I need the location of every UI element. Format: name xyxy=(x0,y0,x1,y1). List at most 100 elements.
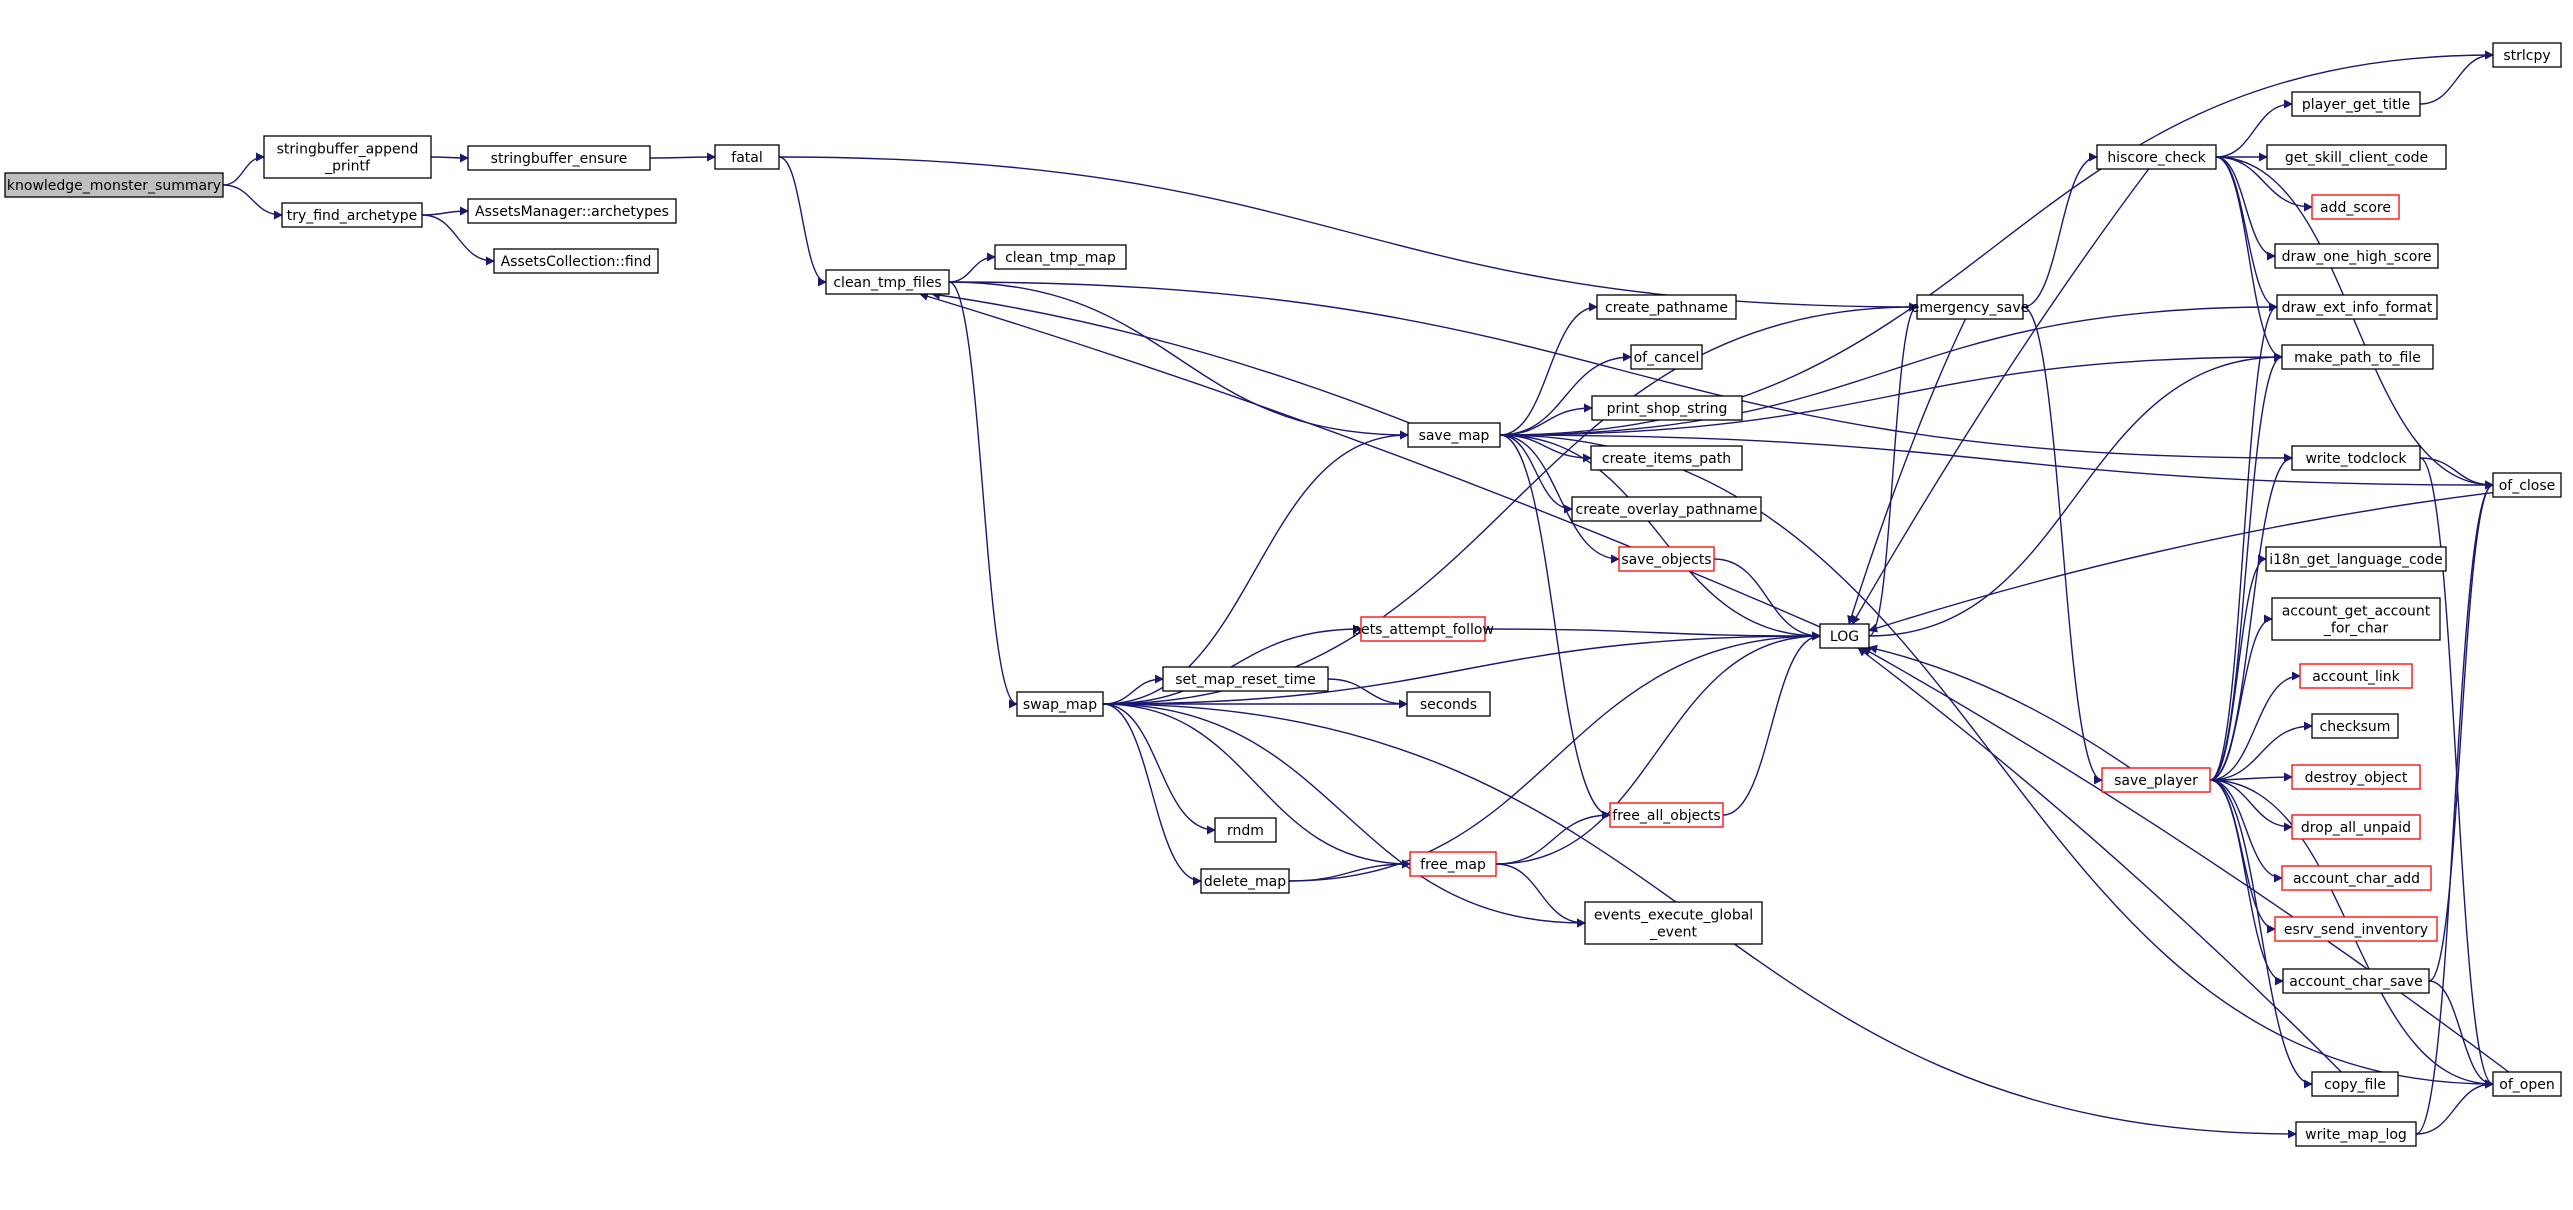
node-write-map-log[interactable]: write_map_log xyxy=(2295,1121,2417,1147)
node-box[interactable] xyxy=(1214,817,1277,843)
node-box[interactable] xyxy=(1200,868,1290,894)
node-box[interactable] xyxy=(2101,767,2211,793)
node-box[interactable] xyxy=(2276,294,2438,320)
node-add-score[interactable]: add_score xyxy=(2311,194,2400,220)
node-box[interactable] xyxy=(2291,91,2421,117)
node-copy-file[interactable]: copy_file xyxy=(2311,1071,2399,1097)
node-create-pathname[interactable]: create_pathname xyxy=(1596,294,1737,320)
node-i18n-get-language-code[interactable]: i18n_get_language_code xyxy=(2265,546,2447,572)
node-rndm[interactable]: rndm xyxy=(1214,817,1277,843)
node-pets-attempt-follow[interactable]: pets_attempt_follow xyxy=(1352,616,1494,642)
node-box[interactable] xyxy=(714,144,780,170)
node-knowledge-monster-summary[interactable]: knowledge_monster_summary xyxy=(4,172,224,198)
node-box[interactable] xyxy=(467,198,677,224)
node-box[interactable] xyxy=(2274,916,2438,942)
node-account-link[interactable]: account_link xyxy=(2299,663,2413,689)
node-box[interactable] xyxy=(1618,546,1715,572)
node-create-items-path[interactable]: create_items_path xyxy=(1590,445,1743,471)
node-esrv-send-inventory[interactable]: esrv_send_inventory xyxy=(2274,916,2438,942)
node-box[interactable] xyxy=(1406,691,1491,717)
node-box[interactable] xyxy=(4,172,224,198)
node-box[interactable] xyxy=(2299,663,2413,689)
node-box[interactable] xyxy=(263,135,432,179)
node-box[interactable] xyxy=(2295,1121,2417,1147)
node-free-all-objects[interactable]: free_all_objects xyxy=(1609,802,1724,828)
node-box[interactable] xyxy=(2096,144,2217,170)
node-checksum[interactable]: checksum xyxy=(2311,713,2399,739)
node-stringbuffer-ensure[interactable]: stringbuffer_ensure xyxy=(467,145,651,171)
node-box[interactable] xyxy=(2274,243,2439,269)
node-box[interactable] xyxy=(1360,616,1486,642)
node-stringbuffer-append-printf[interactable]: stringbuffer_append_printf xyxy=(263,135,432,179)
node-of-open[interactable]: of_open xyxy=(2492,1071,2562,1097)
node-box[interactable] xyxy=(994,244,1127,270)
node-box[interactable] xyxy=(2291,814,2421,840)
node-assets-collection-find[interactable]: AssetsCollection::find xyxy=(493,248,659,274)
node-create-overlay-pathname[interactable]: create_overlay_pathname xyxy=(1571,496,1762,522)
node-box[interactable] xyxy=(2492,472,2562,498)
node-make-path-to-file[interactable]: make_path_to_file xyxy=(2281,344,2434,370)
node-destroy-object[interactable]: destroy_object xyxy=(2291,764,2421,790)
node-account-char-save[interactable]: account_char_save xyxy=(2282,968,2430,994)
node-box[interactable] xyxy=(2266,144,2447,170)
node-draw-ext-info-format[interactable]: draw_ext_info_format xyxy=(2276,294,2438,320)
node-box[interactable] xyxy=(2281,344,2434,370)
node-seconds[interactable]: seconds xyxy=(1406,691,1491,717)
node-clean-tmp-map[interactable]: clean_tmp_map xyxy=(994,244,1127,270)
node-clean-tmp-files[interactable]: clean_tmp_files xyxy=(825,269,950,295)
node-box[interactable] xyxy=(1016,691,1104,717)
node-LOG[interactable]: LOG xyxy=(1819,623,1870,649)
node-assets-manager-archetypes[interactable]: AssetsManager::archetypes xyxy=(467,198,677,224)
node-delete-map[interactable]: delete_map xyxy=(1200,868,1290,894)
node-save-objects[interactable]: save_objects xyxy=(1618,546,1715,572)
node-box[interactable] xyxy=(493,248,659,274)
node-box[interactable] xyxy=(1630,344,1703,370)
node-player-get-title[interactable]: player_get_title xyxy=(2291,91,2421,117)
node-box[interactable] xyxy=(2311,1071,2399,1097)
node-events-execute-global-event[interactable]: events_execute_global_event xyxy=(1584,901,1763,945)
node-fatal[interactable]: fatal xyxy=(714,144,780,170)
node-account-char-add[interactable]: account_char_add xyxy=(2281,865,2432,891)
node-drop-all-unpaid[interactable]: drop_all_unpaid xyxy=(2291,814,2421,840)
node-write-todclock[interactable]: write_todclock xyxy=(2291,445,2421,471)
node-box[interactable] xyxy=(467,145,651,171)
node-box[interactable] xyxy=(2291,445,2421,471)
node-try-find-archetype[interactable]: try_find_archetype xyxy=(281,202,423,228)
node-set-map-reset-time[interactable]: set_map_reset_time xyxy=(1162,666,1329,692)
node-box[interactable] xyxy=(1819,623,1870,649)
node-box[interactable] xyxy=(281,202,423,228)
node-box[interactable] xyxy=(1571,496,1762,522)
node-get-skill-client-code[interactable]: get_skill_client_code xyxy=(2266,144,2447,170)
node-box[interactable] xyxy=(1609,802,1724,828)
node-print-shop-string[interactable]: print_shop_string xyxy=(1591,395,1743,421)
node-box[interactable] xyxy=(1584,901,1763,945)
node-box[interactable] xyxy=(2492,1071,2562,1097)
node-swap-map[interactable]: swap_map xyxy=(1016,691,1104,717)
node-box[interactable] xyxy=(825,269,950,295)
node-draw-one-high-score[interactable]: draw_one_high_score xyxy=(2274,243,2439,269)
node-box[interactable] xyxy=(2281,865,2432,891)
node-box[interactable] xyxy=(2271,597,2441,641)
node-box[interactable] xyxy=(1916,294,2024,320)
node-emergency-save[interactable]: emergency_save xyxy=(1911,294,2030,320)
node-hiscore-check[interactable]: hiscore_check xyxy=(2096,144,2217,170)
node-of-close[interactable]: of_close xyxy=(2492,472,2562,498)
node-account-get-account-for-char[interactable]: account_get_account_for_char xyxy=(2271,597,2441,641)
node-box[interactable] xyxy=(2291,764,2421,790)
node-box[interactable] xyxy=(1590,445,1743,471)
node-of-cancel[interactable]: of_cancel xyxy=(1630,344,1703,370)
node-box[interactable] xyxy=(2492,42,2562,68)
node-free-map[interactable]: free_map xyxy=(1409,851,1497,877)
node-box[interactable] xyxy=(1407,422,1501,448)
node-save-player[interactable]: save_player xyxy=(2101,767,2211,793)
node-box[interactable] xyxy=(1162,666,1329,692)
node-box[interactable] xyxy=(2311,713,2399,739)
node-box[interactable] xyxy=(2265,546,2447,572)
node-box[interactable] xyxy=(1591,395,1743,421)
node-save-map[interactable]: save_map xyxy=(1407,422,1501,448)
node-box[interactable] xyxy=(2282,968,2430,994)
node-box[interactable] xyxy=(1409,851,1497,877)
node-box[interactable] xyxy=(1596,294,1737,320)
node-strlcpy[interactable]: strlcpy xyxy=(2492,42,2562,68)
node-box[interactable] xyxy=(2311,194,2400,220)
